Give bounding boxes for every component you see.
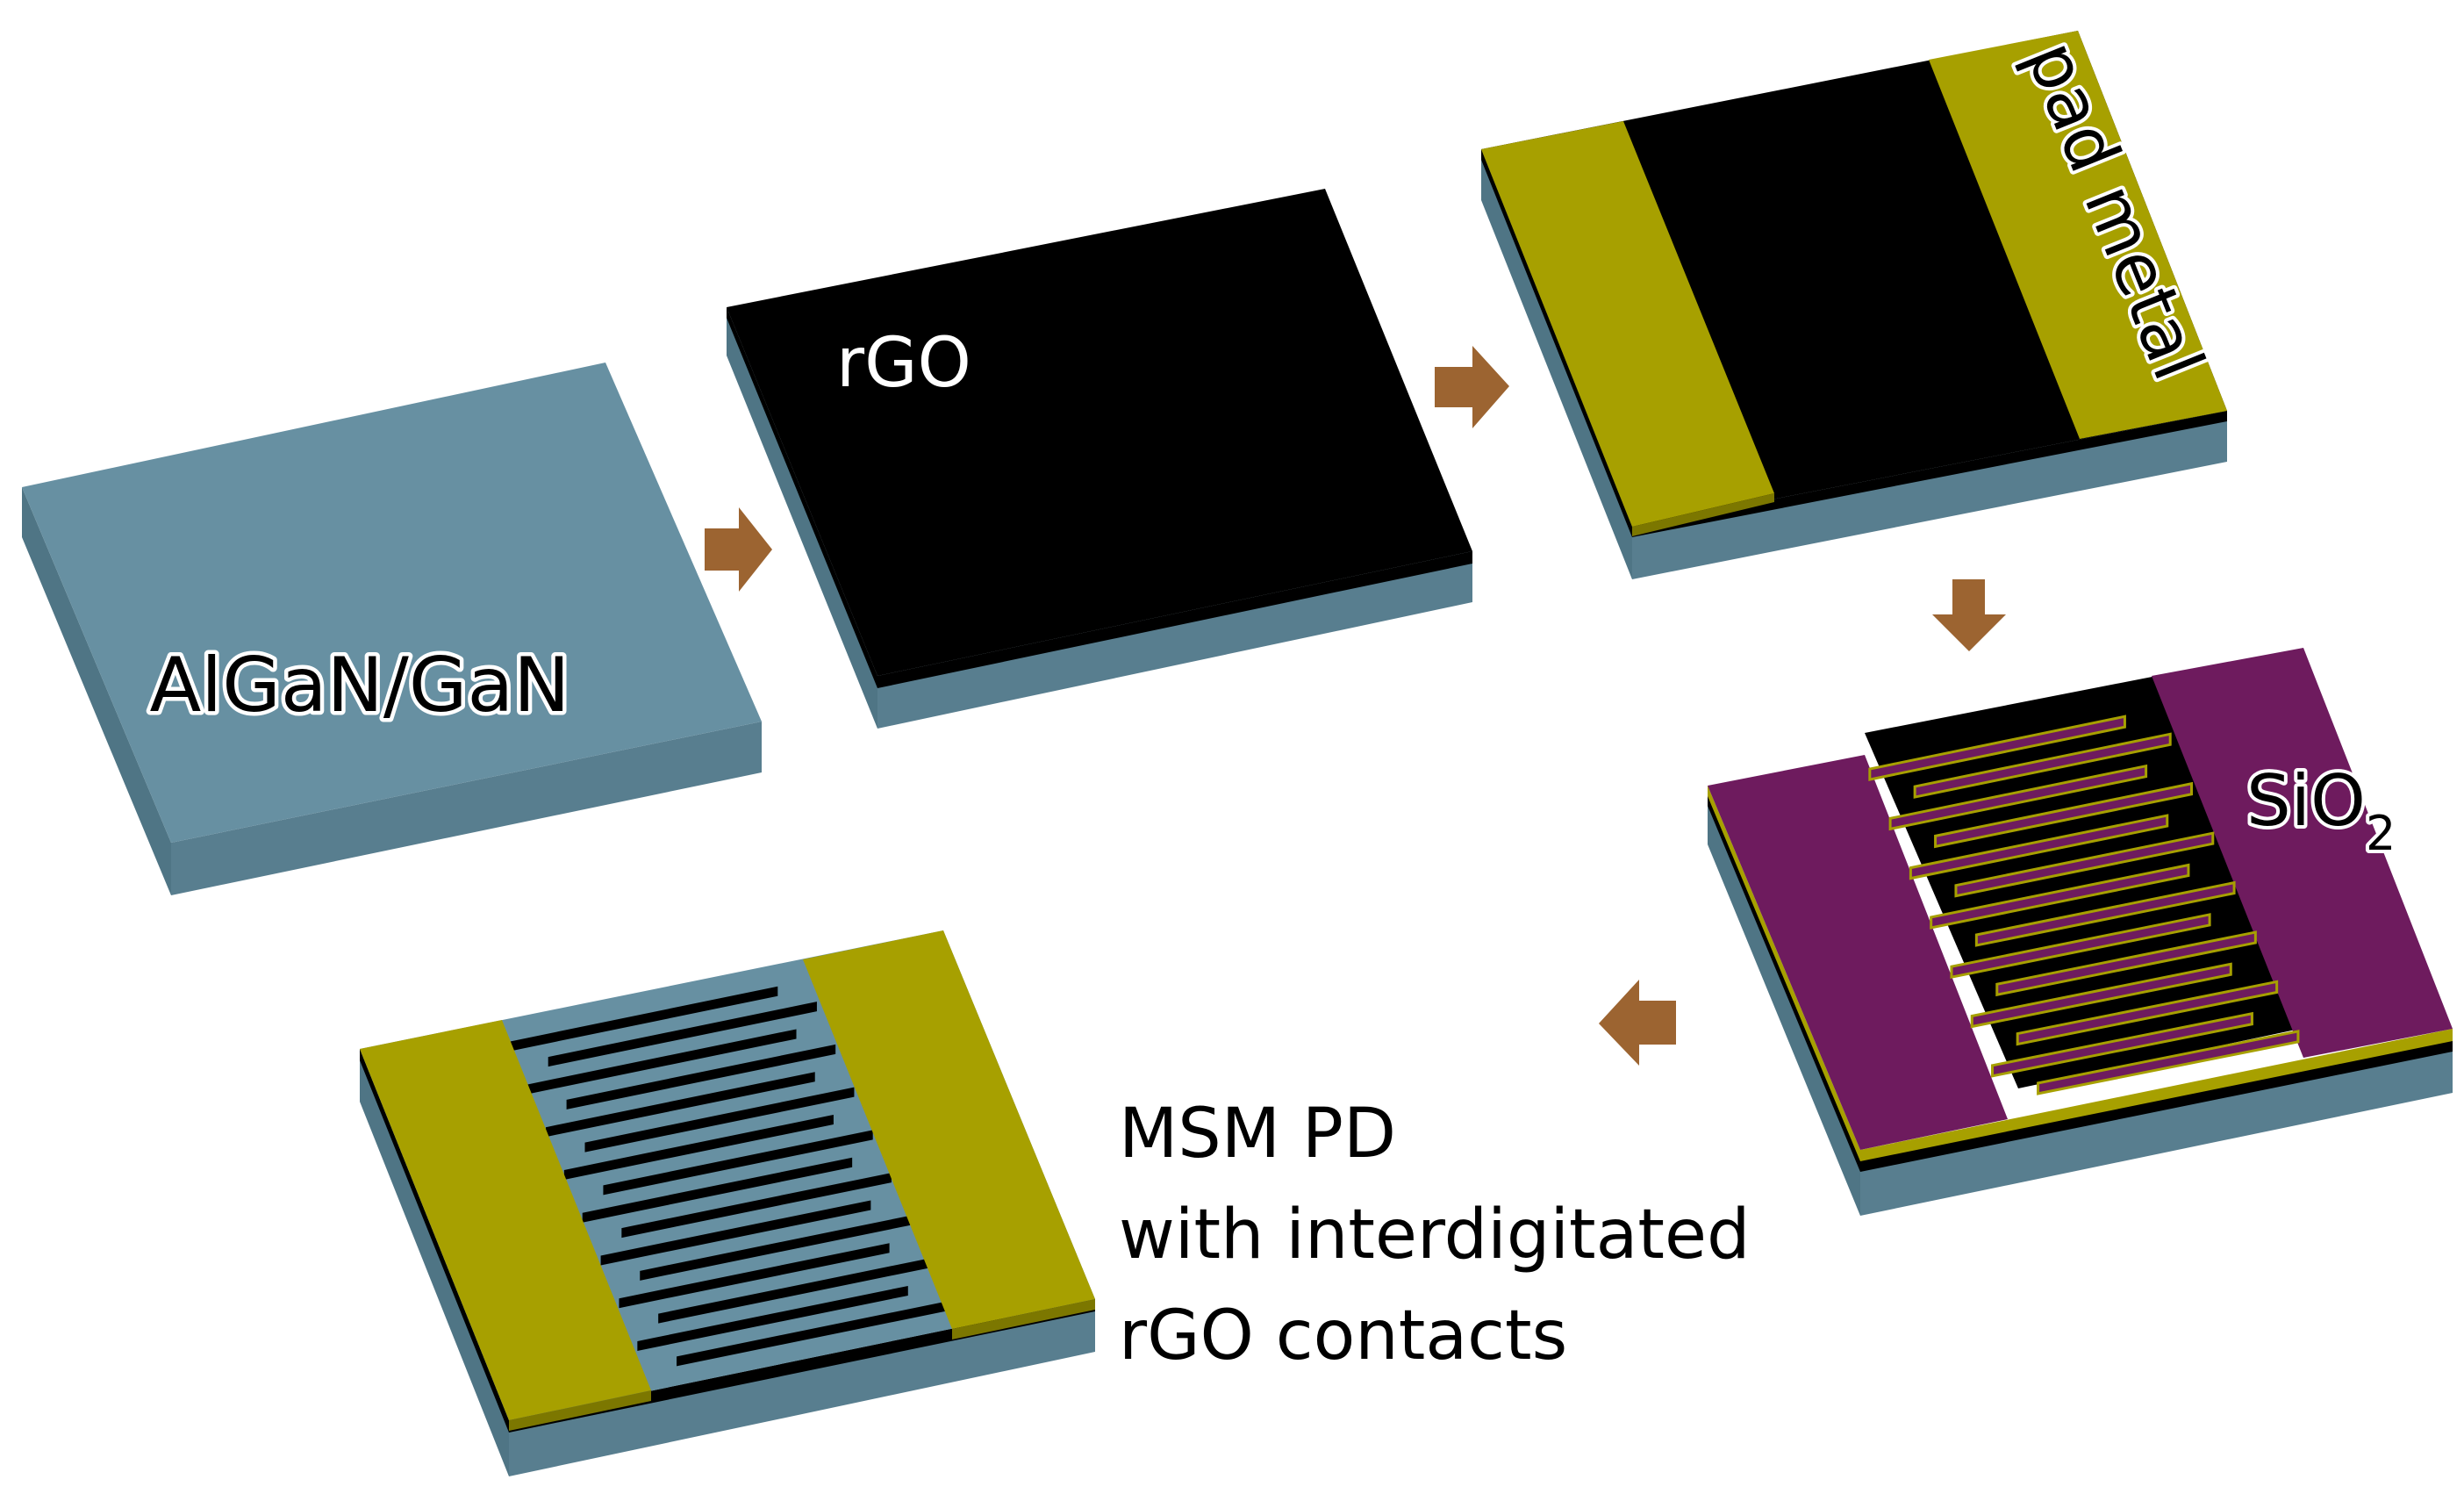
rgo-finger xyxy=(640,1215,911,1281)
caption-line-2: with interdigitated xyxy=(1119,1196,1750,1275)
sio2-finger xyxy=(2016,980,2279,1046)
final-sample-front-side xyxy=(509,1299,1095,1476)
rgo-layer-edge xyxy=(727,307,1472,688)
rgo-finger xyxy=(548,1002,817,1067)
pad-metal-left-edge xyxy=(1632,493,1774,536)
sio2-finger xyxy=(1909,814,2169,880)
pad-metal-right xyxy=(1929,31,2227,439)
sio2-metal-edge xyxy=(1708,786,2453,1161)
device-caption: MSM PD with interdigitated rGO contacts xyxy=(1119,1095,1750,1375)
final-pad-right xyxy=(803,930,1095,1329)
sio2-finger xyxy=(1974,880,2236,947)
pad-metal-left xyxy=(1481,121,1774,527)
sio2-sample-front-side xyxy=(1860,1040,2453,1216)
caption-line-1: MSM PD xyxy=(1119,1095,1396,1174)
arrow-right-icon xyxy=(1435,346,1509,428)
rgo-sample-front-side xyxy=(877,551,1472,729)
sio2-finger xyxy=(1970,962,2232,1029)
pad-sample-front-side xyxy=(1632,411,2227,579)
rgo-sample-left-side xyxy=(727,307,877,729)
rgo-finger xyxy=(619,1243,890,1309)
rgo-finger xyxy=(527,1029,797,1095)
step-rgo-layer: rGO xyxy=(727,189,1472,729)
rgo-finger xyxy=(603,1130,873,1196)
final-pad-right-edge xyxy=(952,1299,1095,1339)
rgo-finger xyxy=(677,1301,948,1367)
caption-line-3: rGO contacts xyxy=(1119,1296,1567,1375)
final-sample-left-side xyxy=(360,1049,509,1476)
step-sio2-mask: SiO2 xyxy=(1708,648,2453,1216)
arrow-down-icon xyxy=(1932,579,2006,651)
substrate-front-side xyxy=(171,722,762,895)
sio2-fingers xyxy=(1868,715,2300,1095)
sio2-finger xyxy=(1954,831,2215,898)
substrate-top xyxy=(22,363,762,843)
rgo-finger xyxy=(566,1044,836,1110)
sio2-finger xyxy=(1995,930,2257,997)
final-pad-left-edge xyxy=(509,1390,651,1431)
step-pad-metal: pad metal xyxy=(1481,26,2227,579)
sio2-sample-left-side xyxy=(1708,794,1860,1216)
rgo-finger xyxy=(545,1072,815,1138)
sio2-finger xyxy=(1888,764,2148,831)
sio2-label: SiO2 xyxy=(2246,760,2396,861)
sio2-finger xyxy=(1934,781,2193,849)
rgo-finger xyxy=(509,986,778,1052)
sio2-finger xyxy=(2037,1030,2300,1095)
final-rgo-fingers xyxy=(509,986,948,1367)
step-final-device xyxy=(360,930,1095,1476)
rgo-finger xyxy=(658,1258,929,1324)
sio2-pad-right xyxy=(2152,648,2453,1058)
rgo-finger xyxy=(563,1114,834,1180)
substrate-label: AlGaN/GaN xyxy=(149,642,569,729)
sio2-finger xyxy=(1930,863,2190,930)
rgo-finger xyxy=(582,1157,853,1223)
step-substrate: AlGaN/GaN xyxy=(22,363,762,895)
arrow-right-icon xyxy=(705,507,772,592)
sio2-finger xyxy=(1913,732,2172,799)
rgo-label: rGO xyxy=(836,324,971,403)
rgo-finger xyxy=(621,1173,892,1239)
rgo-layer-top xyxy=(727,189,1472,676)
rgo-finger xyxy=(637,1285,908,1351)
arrow-left-icon xyxy=(1599,980,1676,1066)
sio2-pad-left xyxy=(1708,755,2008,1150)
sio2-finger xyxy=(1950,913,2211,980)
pad-sample-left-side xyxy=(1481,149,1632,579)
final-pad-left xyxy=(360,1020,651,1420)
sio2-finger xyxy=(1868,715,2126,781)
sio2-finger xyxy=(1991,1011,2253,1078)
rgo-finger xyxy=(584,1087,855,1153)
rgo-finger xyxy=(600,1200,871,1266)
substrate-left-side xyxy=(22,487,171,895)
